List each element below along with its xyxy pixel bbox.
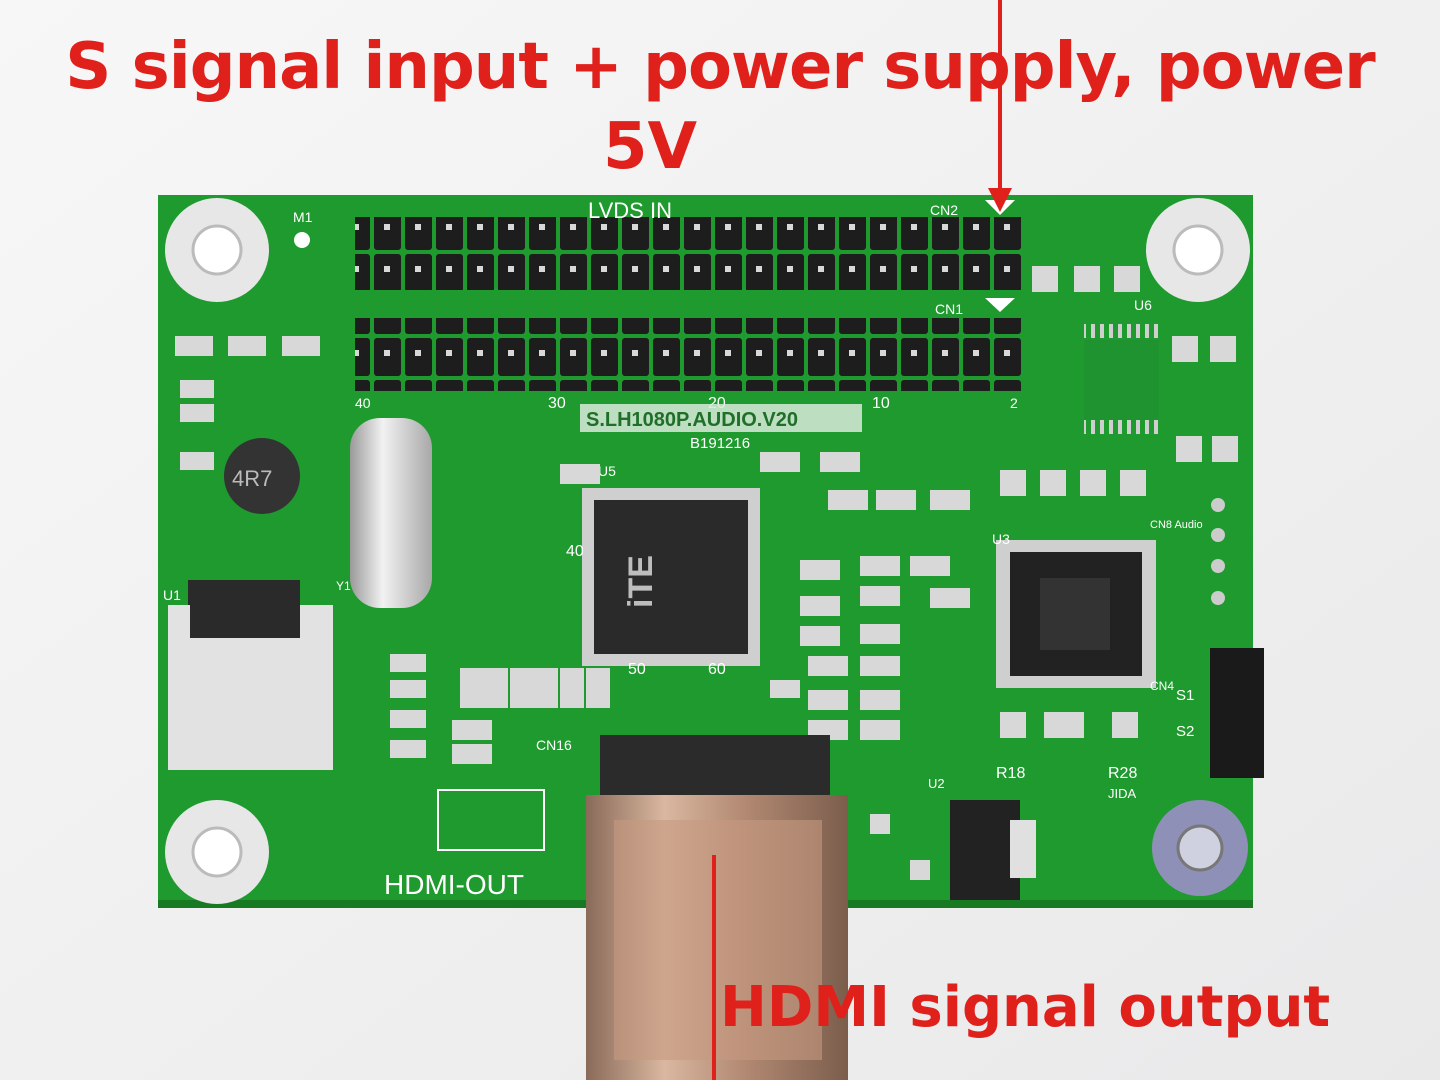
chip-u6 [1084,340,1159,420]
hdmi-fpc-connector [600,735,830,795]
annotation-title-line2: 5V [602,110,698,184]
label-u1: U1 [163,587,181,603]
annotation-hdmi-output: HDMI signal output [720,975,1331,1040]
annotation-title-line1: S signal input + power supply, power [65,30,1375,104]
regulator-u2 [950,800,1020,900]
lvds-header-cn2 [355,217,1021,290]
label-pin-40: 40 [355,395,371,411]
label-cn8-audio: CN8 Audio [1150,519,1203,531]
label-model: S.LH1080P.AUDIO.V20 [586,409,798,431]
lvds-header-cn1 [355,318,1021,391]
chip-u6-pins-top [1084,324,1159,338]
label-m1: M1 [293,209,313,225]
label-u3: U3 [992,531,1010,547]
audio-chip-u3 [996,540,1156,688]
audio-header-cn8 [1211,498,1225,605]
arrowhead-to-lvds-power [988,188,1012,212]
label-cn16: CN16 [536,737,572,753]
label-pin-30: 30 [548,395,566,412]
label-cn2: CN2 [930,202,958,218]
pin1-marker-cn1 [985,298,1015,312]
label-chip-pin-40: 40 [566,543,584,560]
ite-chip-u5: iTE [582,488,760,666]
header-cn4 [1210,648,1264,778]
mounting-hole-top-right [1146,198,1250,302]
label-chip-pin-60: 60 [708,661,726,678]
crystal-y1 [350,418,432,608]
chip-u6-pins-bottom [1084,420,1159,434]
mounting-hole-top-left [165,198,269,302]
inductor-4r7 [224,438,300,514]
mounting-hole-bottom-right [1152,800,1248,896]
svg-text:iTE: iTE [622,555,660,608]
label-u5: U5 [598,463,616,479]
label-date-code: B191216 [690,435,750,452]
smd-switch-pad [437,789,545,851]
model-label-box [580,404,862,432]
label-jida: JIDA [1108,786,1137,801]
label-inductor: 4R7 [232,466,272,491]
regulator-u2-tab [1010,820,1036,878]
hdmi-port-opening [614,820,822,1060]
label-s2: S2 [1176,723,1194,740]
label-y1: Y1 [336,579,351,593]
label-chip-pin-50: 50 [628,661,646,678]
mounting-hole-bottom-left [165,800,269,904]
label-r28: R28 [1108,765,1137,782]
label-u6: U6 [1134,297,1152,313]
label-cn1: CN1 [935,301,963,317]
label-s1: S1 [1176,687,1194,704]
smd-components [175,266,1238,880]
label-pin-10: 10 [872,395,890,412]
label-lvds-in: LVDS IN [588,198,672,223]
label-cn4: CN4 [1150,679,1174,693]
label-r18: R18 [996,765,1025,782]
fiducial-m1 [294,232,310,248]
label-pin-2: 2 [1010,395,1018,411]
regulator-u1-body [190,582,300,638]
label-u2: U2 [928,776,945,791]
label-hdmi-out: HDMI-OUT [384,869,524,900]
